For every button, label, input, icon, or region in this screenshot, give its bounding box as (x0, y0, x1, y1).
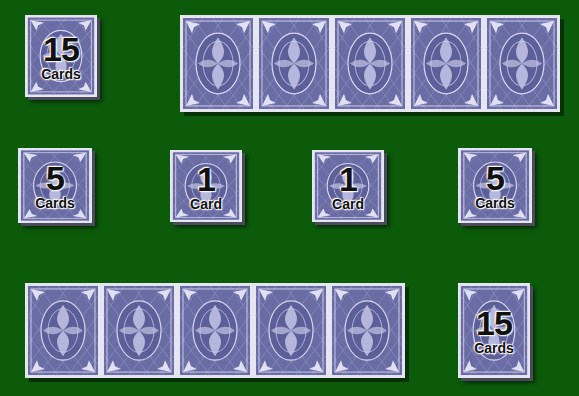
card-deck: 5Cards (458, 148, 532, 223)
card-word: Card (190, 197, 222, 211)
card-deck: 1Card (170, 150, 242, 222)
card-word: Cards (474, 341, 514, 355)
card-count: 1 (197, 162, 215, 196)
card-count: 1 (339, 162, 357, 196)
card-back-pattern (170, 150, 242, 222)
card-word: Cards (35, 196, 75, 210)
card-count: 5 (46, 161, 64, 195)
card-row (25, 283, 409, 382)
card-word: Cards (475, 196, 515, 210)
card-count: 15 (476, 306, 512, 340)
card-word: Card (332, 197, 364, 211)
card-deck: 5Cards (18, 148, 92, 223)
card-deck: 1Card (312, 150, 384, 222)
card-count: 5 (486, 161, 504, 195)
card-row (180, 15, 564, 116)
card-deck: 15Cards (25, 15, 97, 97)
card-deck: 15Cards (458, 283, 530, 378)
card-back-pattern (312, 150, 384, 222)
card-count: 15 (43, 32, 79, 66)
card-back-pattern (18, 148, 92, 223)
card-word: Cards (41, 67, 81, 81)
card-back-pattern (25, 15, 97, 97)
card-back-pattern (458, 148, 532, 223)
card-back-pattern (458, 283, 530, 378)
